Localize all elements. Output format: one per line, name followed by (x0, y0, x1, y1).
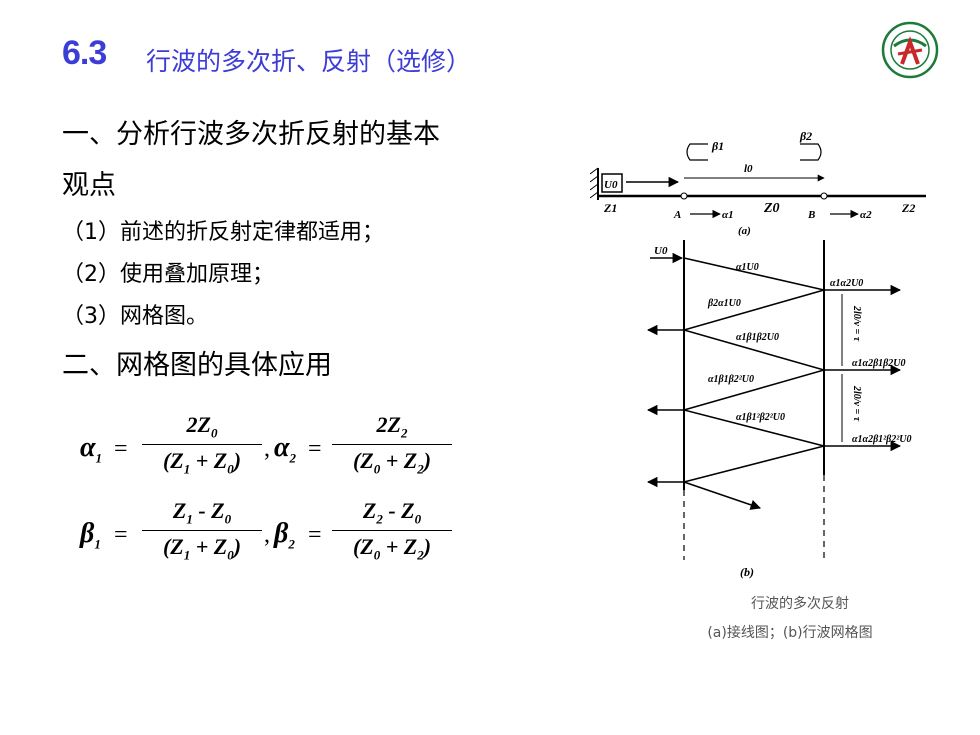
svg-text:α1β1β2U0: α1β1β2U0 (736, 332, 779, 343)
section-heading-1: 一、分析行波多次折反射的基本 (62, 119, 440, 150)
svg-text:2l0/v = τ: 2l0/v = τ (851, 305, 862, 342)
svg-text:U0: U0 (654, 245, 668, 257)
svg-text:Z1: Z1 (603, 201, 617, 215)
svg-text:α1β1²β2²U0: α1β1²β2²U0 (736, 412, 785, 423)
panel-b-lattice: U0 α1U0 β2α1U0 α1β1β2U0 α1β1β2²U0 α1β1²β… (646, 240, 912, 579)
alpha2-fraction: 2Z2 (Z0 + Z2) (332, 412, 452, 478)
svg-text:(a): (a) (738, 225, 751, 237)
slide-title: 行波的多次折、反射（选修） (146, 47, 472, 76)
svg-text:(b): (b) (740, 565, 754, 579)
beta2-symbol: β2 (274, 518, 295, 552)
svg-text:α1U0: α1U0 (736, 262, 759, 273)
svg-text:β2α1U0: β2α1U0 (707, 298, 741, 309)
svg-text:α1α2β1β2U0: α1α2β1β2U0 (852, 358, 906, 369)
svg-text:α1α2U0: α1α2U0 (830, 278, 863, 289)
svg-text:Z2: Z2 (901, 201, 915, 215)
list-item: （2）使用叠加原理； (62, 262, 274, 287)
list-item: （1）前述的折反射定律都适用； (62, 220, 384, 245)
alpha1-fraction: 2Z0 (Z1 + Z0) (142, 412, 262, 478)
svg-text:Z0: Z0 (763, 201, 780, 216)
formula-alpha: α1 = 2Z0 (Z1 + Z0) , α2 = 2Z2 (Z0 + Z2) (80, 410, 480, 500)
section-heading-2: 二、网格图的具体应用 (62, 350, 332, 381)
svg-text:α1α2β1²β2²U0: α1α2β1²β2²U0 (852, 434, 912, 445)
figure-subcaption: (a)接线图；(b)行波网格图 (707, 625, 873, 641)
svg-text:α1β1β2²U0: α1β1β2²U0 (708, 374, 754, 385)
beta2-fraction: Z2 - Z0 (Z0 + Z2) (332, 498, 452, 564)
svg-text:α2: α2 (860, 209, 872, 221)
formula-beta: β1 = Z1 - Z0 (Z1 + Z0) , β2 = Z2 - Z0 (Z… (80, 496, 480, 586)
panel-a-connection-diagram: U0 Z1 A B Z0 Z2 α1 α2 β1 β2 l0 (a) (590, 130, 926, 237)
svg-text:α1: α1 (722, 209, 734, 221)
svg-text:β1: β1 (711, 139, 724, 153)
svg-text:l0: l0 (744, 163, 753, 175)
label-u0: U0 (604, 179, 618, 191)
alpha1-symbol: α1 (80, 432, 102, 466)
lattice-diagram: U0 Z1 A B Z0 Z2 α1 α2 β1 β2 l0 (a) U0 (590, 130, 926, 579)
svg-text:A: A (673, 209, 681, 221)
section-number: 6.3 (62, 34, 107, 72)
svg-text:β2: β2 (799, 130, 812, 143)
svg-text:B: B (807, 209, 815, 221)
alpha2-symbol: α2 (274, 432, 296, 466)
beta1-symbol: β1 (80, 518, 101, 552)
list-item: （3）网格图。 (62, 304, 208, 329)
figure-caption: 行波的多次反射 (751, 596, 849, 612)
beta1-fraction: Z1 - Z0 (Z1 + Z0) (142, 498, 262, 564)
svg-text:2l0/v = τ: 2l0/v = τ (851, 385, 862, 422)
university-logo (881, 21, 939, 79)
section-heading-1-cont: 观点 (62, 170, 116, 201)
